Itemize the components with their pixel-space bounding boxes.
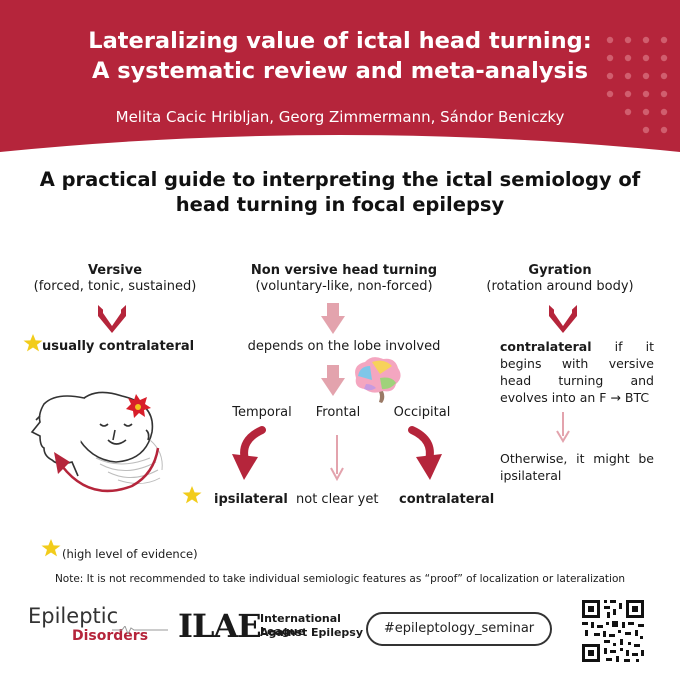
gyration-contralateral: contralateral [500, 339, 592, 354]
header-authors: Melita Cacic Hribljan, Georg Zimmermann,… [115, 108, 565, 126]
lobe-down-arrow-icon [321, 365, 345, 396]
guide-title-line1: A practical guide to interpreting the ic… [39, 168, 641, 191]
gyration-chevron-icon [549, 305, 577, 333]
result-contralateral: contralateral [399, 492, 495, 507]
footnote: Note: It is not recommended to take indi… [54, 573, 626, 585]
motion-lines-icon [95, 439, 163, 484]
frontal-thin-arrow-icon [330, 435, 344, 482]
guide-title-line2: head turning in focal epilepsy [175, 193, 505, 216]
lobe-frontal: Frontal [315, 405, 361, 420]
gyration-text1: if it begins with versive head turning a… [500, 339, 654, 405]
ilae-line1: International League [260, 612, 341, 638]
temporal-curved-arrow-icon [232, 426, 266, 480]
nonversive-header: Non versive head turning (voluntary-like… [230, 263, 458, 295]
versive-result: usually contralateral [42, 339, 195, 354]
gyration-title: Gyration [528, 263, 592, 278]
versive-title: Versive [87, 263, 143, 278]
lobe-occipital: Occipital [393, 405, 451, 420]
gyration-thin-arrow-icon [556, 412, 570, 443]
header-title-line2: A systematic review and meta-analysis [92, 58, 588, 84]
versive-header: Versive (forced, tonic, sustained) [20, 263, 210, 295]
gyration-rule-1: contralateral if it begins with versive … [500, 338, 654, 406]
nonversive-desc: (voluntary-like, non-forced) [255, 279, 433, 294]
versive-star-icon [23, 334, 43, 352]
evidence-legend: (high level of evidence) [62, 547, 198, 561]
hashtag-badge: #epileptology_seminar [366, 612, 552, 646]
epileptic-disorders-logo: Epileptic Disorders [28, 604, 168, 652]
nonversive-depends: depends on the lobe involved [247, 339, 441, 354]
brain-icon [355, 357, 401, 403]
gyration-header: Gyration (rotation around body) [480, 263, 640, 295]
nonversive-down-arrow-icon [321, 303, 345, 334]
nonversive-title: Non versive head turning [250, 263, 438, 278]
gyration-desc: (rotation around body) [486, 279, 634, 294]
ilae-line2: Against Epilepsy [260, 626, 364, 639]
rotation-arrow-icon [54, 447, 160, 493]
ipsilateral-star-icon [182, 486, 202, 504]
seizure-burst-icon [126, 394, 151, 418]
legend-star-icon [41, 539, 61, 557]
header-banner [0, 0, 680, 152]
qr-code-icon [580, 598, 646, 664]
logo1-line1: Epileptic [28, 604, 119, 628]
result-not-clear: not clear yet [296, 492, 379, 507]
gyration-rule-2: Otherwise, it might be ipsilateral [500, 451, 654, 483]
header-title-line1: Lateralizing value of ictal head turning… [88, 28, 592, 54]
occipital-curved-arrow-icon [408, 426, 442, 480]
ilae-logo: ILAE International League Against Epilep… [178, 606, 368, 650]
logo1-wave-icon [112, 626, 168, 634]
ilae-mark: ILAE [178, 607, 262, 645]
result-ipsilateral: ipsilateral [214, 492, 288, 507]
versive-desc: (forced, tonic, sustained) [33, 279, 197, 294]
versive-chevron-icon [98, 305, 126, 333]
lobe-temporal: Temporal [232, 405, 292, 420]
